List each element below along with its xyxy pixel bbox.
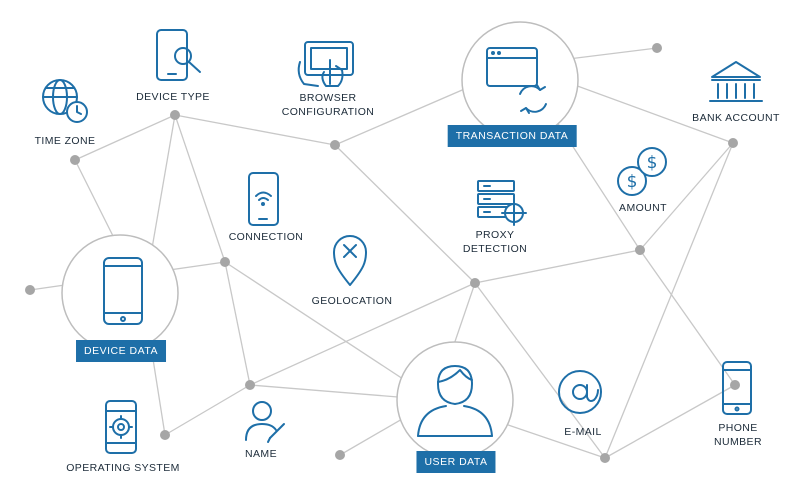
label-proxy-detection-line1: PROXY <box>475 229 515 241</box>
smartphone-icon <box>103 257 143 325</box>
phone-gear-icon <box>105 400 137 454</box>
label-proxy-detection-line2: DETECTION <box>462 243 528 255</box>
device-data-badge: DEVICE DATA <box>76 340 166 362</box>
label-proxy-detection: PROXY DETECTION <box>463 228 527 256</box>
bank-building-icon <box>709 61 763 102</box>
mobile-phone-icon <box>722 361 752 415</box>
label-phone-number: PHONE NUMBER <box>714 421 762 449</box>
label-connection: CONNECTION <box>228 231 304 243</box>
hub-circles <box>61 21 579 459</box>
label-geolocation: GEOLOCATION <box>311 295 393 307</box>
label-browser-configuration: BROWSER CONFIGURATION <box>282 91 375 119</box>
dollar-coins-icon: $ $ <box>617 147 667 196</box>
user-data-badge: USER DATA <box>416 451 496 473</box>
label-name: NAME <box>245 448 277 460</box>
phone-magnifier-icon <box>156 29 201 81</box>
label-operating-system: OPERATING SYSTEM <box>66 462 180 474</box>
label-device-type: DEVICE TYPE <box>136 91 210 103</box>
person-pencil-icon <box>245 401 285 443</box>
graph-nodes <box>25 43 740 463</box>
label-phone-number-line2: NUMBER <box>714 436 762 448</box>
at-sign-icon <box>558 370 602 414</box>
server-crosshair-icon <box>477 180 527 226</box>
label-phone-number-line1: PHONE <box>718 422 758 434</box>
map-pin-x-icon <box>333 235 367 286</box>
label-email: E-MAIL <box>564 426 602 438</box>
user-avatar-icon <box>417 365 493 437</box>
phone-wifi-icon <box>248 172 279 226</box>
touch-screen-hand-icon <box>297 41 354 87</box>
label-time-zone: TIME ZONE <box>34 135 96 147</box>
browser-sync-icon <box>486 47 547 114</box>
label-browser-configuration-line1: BROWSER <box>299 92 357 104</box>
label-browser-configuration-line2: CONFIGURATION <box>281 106 375 118</box>
label-amount: AMOUNT <box>619 202 667 214</box>
svg-text:$: $ <box>647 153 658 173</box>
globe-clock-icon <box>42 79 88 123</box>
svg-text:$: $ <box>627 172 638 192</box>
label-bank-account: BANK ACCOUNT <box>692 112 780 124</box>
transaction-data-badge: TRANSACTION DATA <box>447 125 577 147</box>
